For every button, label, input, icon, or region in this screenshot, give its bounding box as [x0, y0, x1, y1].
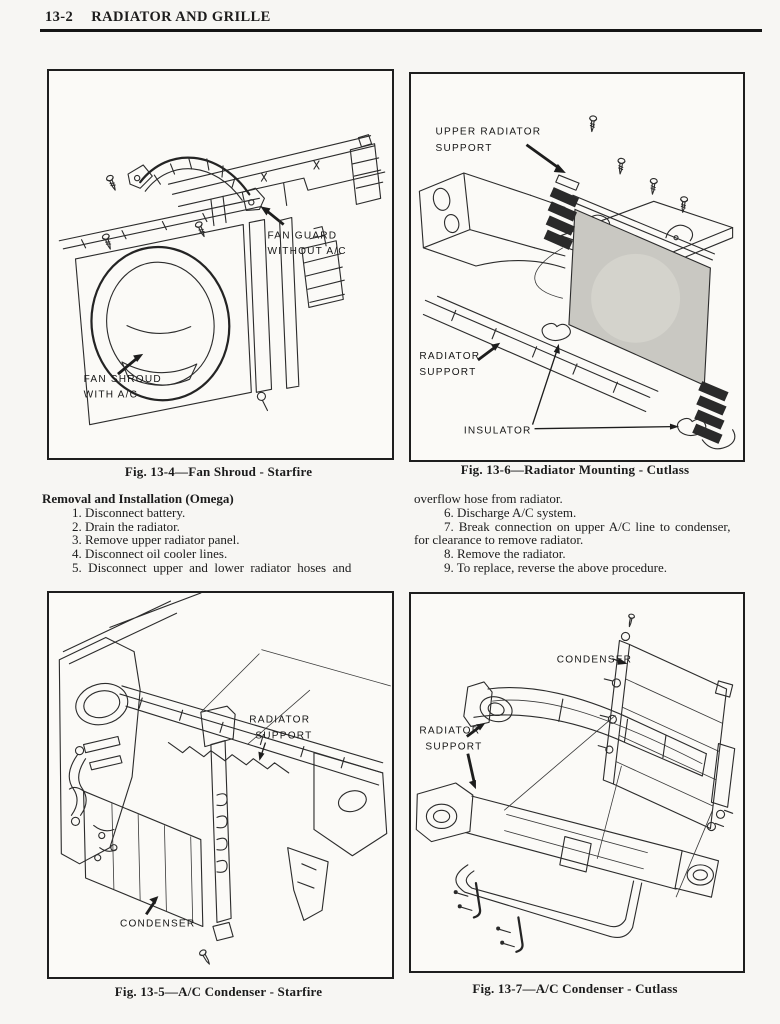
condenser-arrowhead [617, 657, 628, 665]
upper-support-label-line2: SUPPORT [436, 143, 493, 154]
radiator-support-label-line1: RADIATOR [419, 351, 480, 362]
radiator-support-arrowhead [491, 342, 501, 351]
right-fender [200, 653, 388, 921]
condenser [597, 613, 736, 832]
radiator-support-frame [418, 172, 659, 413]
ac-condenser-starfire-drawing: RADIATOR SUPPORT CONDENSER [58, 593, 391, 967]
condenser-callout: CONDENSER [120, 896, 195, 929]
procedure-right-column: overflow hose from radiator. 6. Discharg… [414, 492, 748, 575]
procedure-step: 6. Discharge A/C system. [444, 504, 577, 520]
procedure-step: 7. Break connection on upper A/C line to… [444, 518, 731, 534]
fan-guard-callout: FAN GUARD WITHOUT A/C [260, 206, 346, 257]
radiator [543, 174, 736, 450]
figure-box-radiator-mounting: UPPER RADIATOR SUPPORT RADIATOR SUPPORT … [409, 72, 745, 462]
fan-shroud-drawing: FAN GUARD WITHOUT A/C FAN SHROUD WITH [58, 134, 386, 426]
mounting-screws [587, 115, 689, 214]
center-bracket [198, 705, 236, 967]
fan-guard-arrowhead [260, 206, 271, 216]
figure-caption: Fig. 13-4—Fan Shroud - Starfire [124, 464, 313, 479]
radiator-support-callout: RADIATOR SUPPORT [419, 723, 486, 790]
figure-box-ac-condenser-cutlass: CONDENSER RADIATOR SUPPORT [409, 592, 745, 973]
fan-guard [105, 156, 266, 239]
radiator-support-arrowhead [468, 779, 476, 790]
procedure-step: 5. Disconnect upper and lower radiator h… [72, 559, 352, 575]
upper-support-arrowhead [553, 163, 566, 174]
procedure-step: 3. Remove upper radiator panel. [72, 532, 240, 548]
figure-caption: Fig. 13-6—Radiator Mounting - Cutlass [460, 462, 690, 477]
procedure-line: for clearance to remove radiator. [414, 532, 584, 548]
figure-caption: Fig. 13-7—A/C Condenser - Cutlass [472, 981, 678, 996]
upper-support-label-line1: UPPER RADIATOR [436, 127, 542, 138]
radiator-support-label-line1: RADIATOR [419, 725, 480, 736]
procedure-line: overflow hose from radiator. [414, 491, 563, 506]
header-rule [40, 29, 762, 32]
condenser-callout: CONDENSER [557, 655, 632, 666]
insulator-callout: INSULATOR [464, 343, 680, 437]
mounting-hardware [453, 714, 713, 953]
radiator-support-arrowhead [475, 723, 486, 731]
cowl-lines [62, 593, 391, 687]
radiator-support-beam [119, 685, 384, 786]
radiator-mounting-drawing: UPPER RADIATOR SUPPORT RADIATOR SUPPORT … [418, 115, 736, 450]
insulator-arrowhead [669, 423, 680, 430]
fan-shroud-arrowhead [133, 353, 144, 363]
page-title: RADIATOR AND GRILLE [91, 9, 271, 25]
figure-box-ac-condenser-starfire: RADIATOR SUPPORT CONDENSER [47, 591, 394, 979]
upper-support-callout: UPPER RADIATOR SUPPORT [436, 127, 566, 174]
procedure-step: 2. Drain the radiator. [72, 518, 180, 534]
procedure-step: 8. Remove the radiator. [444, 546, 566, 562]
insulator-arrowhead [553, 343, 560, 354]
radiator-support-label-line2: SUPPORT [419, 367, 476, 378]
procedure-heading: Removal and Installation (Omega) [42, 491, 234, 506]
condenser-arrowhead [149, 896, 159, 905]
condenser [68, 786, 204, 928]
procedure-step: 9. To replace, reverse the above procedu… [444, 559, 667, 575]
ac-condenser-cutlass-drawing: CONDENSER RADIATOR SUPPORT [415, 613, 736, 953]
fan-shroud-callout: FAN SHROUD WITH A/C [84, 353, 162, 400]
insulator-clip [541, 322, 571, 342]
fan-shroud-label-line1: FAN SHROUD [84, 374, 162, 385]
radiator-top-panel [167, 134, 386, 227]
radiator-support-callout: RADIATOR SUPPORT [249, 714, 312, 761]
fan-shroud-assembly [58, 197, 345, 426]
condenser-label: CONDENSER [120, 918, 195, 929]
lower-support-frame [415, 782, 720, 898]
condenser-label: CONDENSER [557, 655, 632, 666]
figure-caption: Fig. 13-5—A/C Condenser - Starfire [114, 984, 323, 999]
radiator-support-label-line2: SUPPORT [255, 731, 312, 742]
radiator-support-label-line2: SUPPORT [425, 742, 482, 753]
upper-support-frame [463, 681, 707, 777]
headlamp-panel [58, 636, 141, 865]
procedure-step: 4. Disconnect oil cooler lines. [72, 546, 228, 562]
page-header: 13-2 RADIATOR AND GRILLE [45, 9, 271, 26]
figure-box-fan-shroud: FAN GUARD WITHOUT A/C FAN SHROUD WITH [47, 69, 394, 460]
radiator-support-label-line1: RADIATOR [249, 714, 310, 725]
fan-guard-label-line2: WITHOUT A/C [267, 246, 346, 257]
fan-guard-label-line1: FAN GUARD [267, 231, 337, 242]
insulator-label: INSULATOR [464, 426, 532, 437]
page-number: 13-2 [45, 9, 74, 25]
radiator-support-arrowhead [258, 751, 265, 761]
procedure-step: 1. Disconnect battery. [72, 504, 186, 520]
procedure-left-column: Removal and Installation (Omega) 1. Disc… [42, 492, 396, 575]
radiator-support-callout: RADIATOR SUPPORT [419, 342, 501, 378]
ac-hoses [68, 746, 87, 826]
fan-shroud-label-line2: WITH A/C [84, 389, 139, 400]
